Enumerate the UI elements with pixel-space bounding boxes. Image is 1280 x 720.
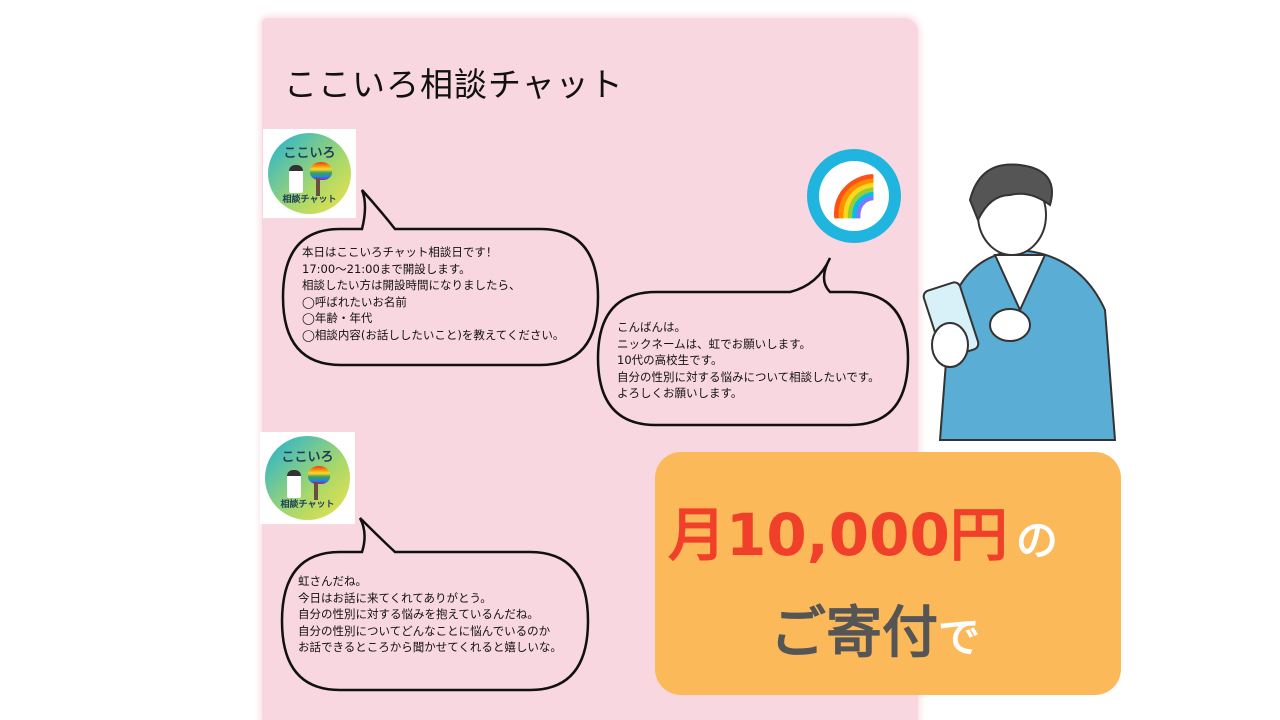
bubble-1 [281,189,600,367]
donation-amount: 月10,000円の [668,501,1058,569]
message-2: こんばんは。ニックネームは、虹でお願いします。10代の高校生です。自分の性別に対… [617,320,880,400]
person-with-phone-illustration [922,163,1117,441]
bubble-3 [280,517,590,692]
kokoiro-logo-avatar: ここいろ相談チャット [260,432,355,524]
donation-text: ご寄付で [770,601,981,666]
bubble-2 [596,257,910,427]
kokoiro-logo-avatar: ここいろ相談チャット [263,129,356,218]
rainbow-icon: 🌈 [819,161,889,231]
page-title: ここいろ相談チャット [284,65,624,104]
message-3: 虹さんだね。今日はお話に来てくれてありがとう。自分の性別に対する悩みを抱えている… [298,574,562,654]
message-1: 本日はここいろチャット相談日です！17:00〜21:00まで開設します。相談した… [302,245,565,342]
donation-banner [655,452,1121,695]
user-avatar: 🌈 [807,149,901,243]
